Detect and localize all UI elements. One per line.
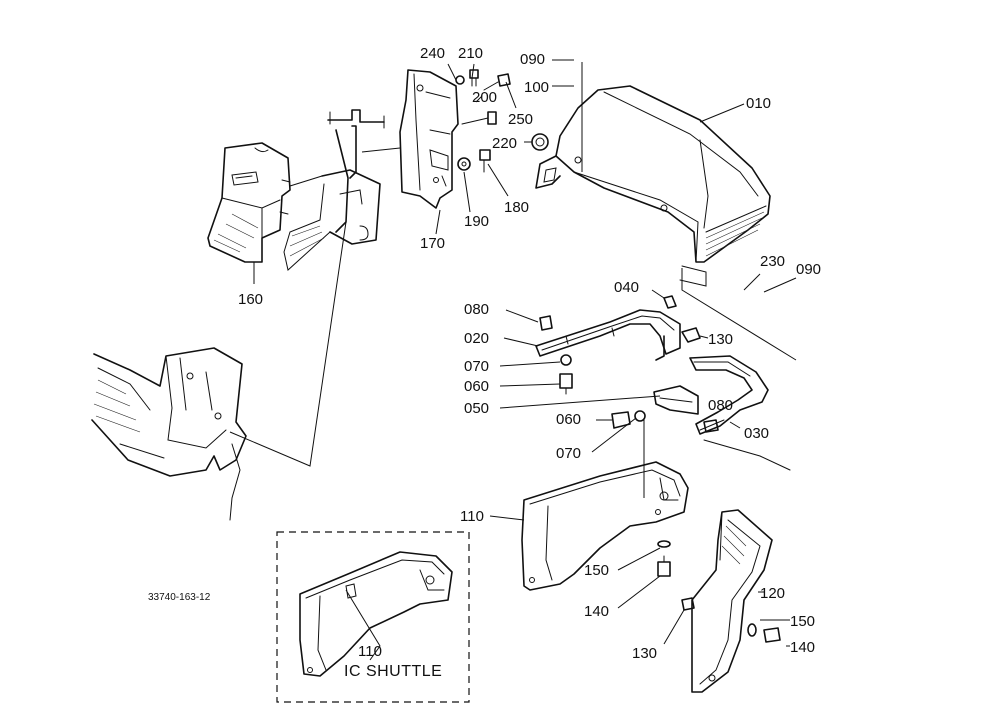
clip-130b (681, 597, 695, 611)
callout-190: 190 (464, 213, 489, 230)
hardware-060-070 (559, 354, 719, 433)
callout-230: 230 (760, 253, 785, 270)
washer-150b (747, 623, 757, 637)
nut-040 (663, 295, 677, 309)
variant-label: IC SHUTTLE (344, 663, 442, 680)
callout-090-right: 090 (796, 261, 821, 278)
callout-040: 040 (614, 279, 639, 296)
callout-050: 050 (464, 400, 489, 417)
bracket-assembly (283, 109, 385, 271)
callout-100: 100 (524, 79, 549, 96)
part-010-hood (535, 85, 771, 287)
part-160-cover (207, 142, 291, 263)
bolt-140b (763, 627, 781, 643)
bolt-250 (497, 73, 511, 87)
callout-110-inset: 110 (358, 643, 382, 660)
ic-shuttle-inset (276, 531, 470, 703)
part-170-plate (399, 69, 459, 209)
callout-010: 010 (746, 95, 771, 112)
grommet-220 (531, 133, 549, 151)
callout-070-mid: 070 (556, 445, 581, 462)
part-120-fender (681, 509, 781, 693)
callout-060-mid: 060 (556, 411, 581, 428)
callout-210: 210 (458, 45, 483, 62)
clip-080b (703, 419, 719, 433)
part-020-bracket (535, 295, 701, 361)
callout-120: 120 (760, 585, 785, 602)
callout-130-bottom: 130 (632, 645, 657, 662)
washer-070a (560, 354, 572, 366)
callout-150-right: 150 (790, 613, 815, 630)
part-110-fender (521, 461, 689, 591)
callout-180: 180 (504, 199, 529, 216)
callout-labels: 240 210 090 100 200 250 220 010 180 190 … (148, 45, 821, 680)
callout-150-center: 150 (584, 562, 609, 579)
callout-140-right: 140 (790, 639, 815, 656)
callout-020: 020 (464, 330, 489, 347)
callout-170: 170 (420, 235, 445, 252)
clip-080a (539, 315, 553, 331)
callout-080-left: 080 (464, 301, 489, 318)
chassis-fragment (91, 347, 247, 521)
callout-110: 110 (460, 508, 484, 525)
callout-130-top: 130 (708, 331, 733, 348)
callout-080-right: 080 (708, 397, 733, 414)
bolt-060b (611, 411, 631, 429)
callout-070-top: 070 (464, 358, 489, 375)
bolt-210 (469, 69, 479, 79)
callout-140-center: 140 (584, 603, 609, 620)
washer-150a (657, 540, 671, 548)
callout-200: 200 (472, 89, 497, 106)
part-030-bracket (689, 355, 791, 471)
nut-240 (455, 75, 465, 85)
callout-160: 160 (238, 291, 263, 308)
hardware-140-150-center (657, 540, 671, 577)
drawing-code: 33740-163-12 (148, 592, 211, 603)
part-050-plate (653, 385, 699, 415)
callout-090-top: 090 (520, 51, 545, 68)
leader-lines (229, 59, 797, 661)
bolt-180 (479, 149, 491, 161)
bolt-060a (559, 373, 573, 389)
callout-250: 250 (508, 111, 533, 128)
callout-060-top: 060 (464, 378, 489, 395)
washer-070b (634, 410, 646, 422)
bolt-140a (657, 561, 671, 577)
clip-130a (681, 327, 701, 343)
callout-030: 030 (744, 425, 769, 442)
callout-220: 220 (492, 135, 517, 152)
callout-240: 240 (420, 45, 445, 62)
washer-190 (457, 157, 471, 171)
